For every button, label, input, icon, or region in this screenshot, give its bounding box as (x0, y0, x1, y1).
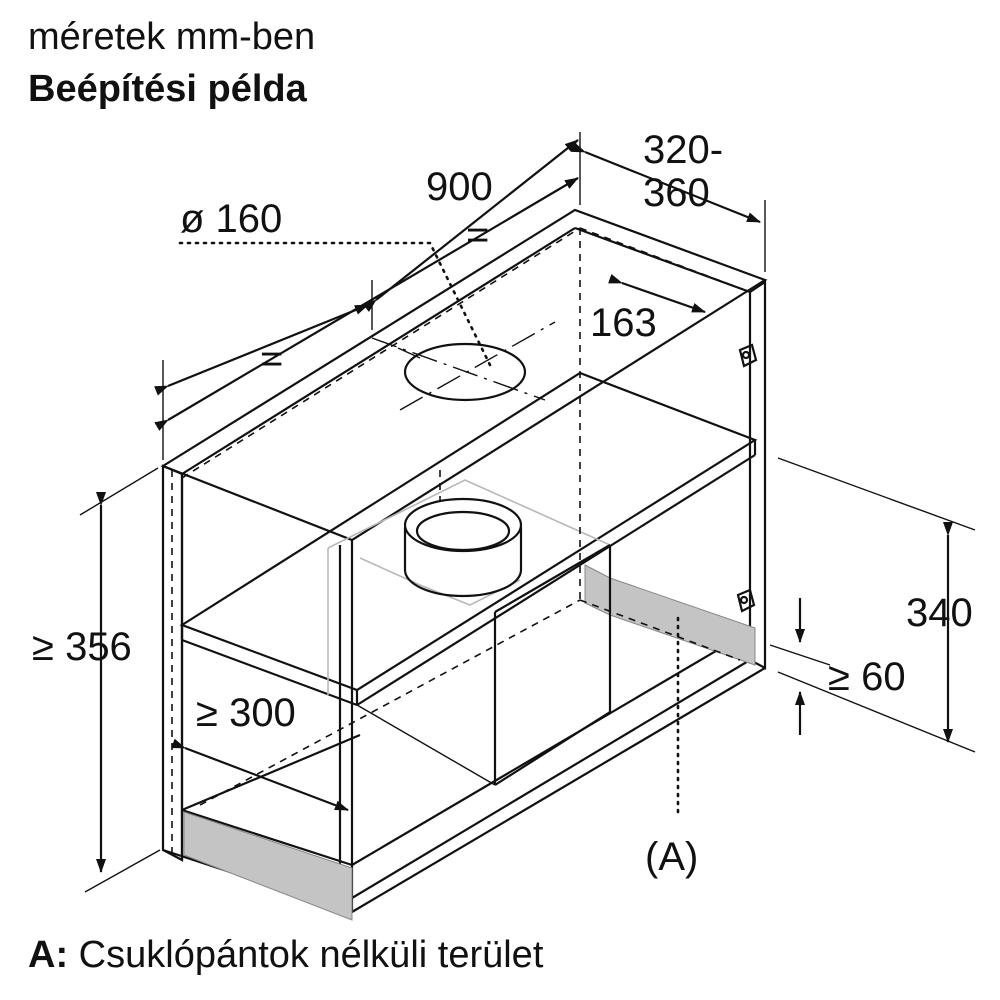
offset-dimension (608, 273, 706, 314)
cabinet-outline (160, 208, 768, 914)
depth-dimension (571, 142, 766, 272)
depth-label-line1: 320- (643, 128, 723, 172)
hinge-lower (736, 588, 756, 613)
duct-connector-hood (403, 497, 523, 598)
diagram-title: Beépítési példa (28, 68, 307, 110)
centre-equal-upper: = (466, 213, 489, 257)
min-height-dimension (79, 467, 161, 893)
depth-label-line2: 360 (643, 171, 710, 215)
width-label: 900 (426, 165, 493, 209)
duct-axis-x (371, 337, 546, 401)
min-height-label: ≥ 356 (32, 625, 132, 669)
duct-axis-y (399, 321, 556, 411)
area-marker-label: (A) (645, 835, 698, 879)
shelf-height-dimension (777, 457, 976, 753)
legend: A: Csuklópántok nélküli terület (28, 936, 543, 974)
duct-pointer-tick (397, 347, 421, 359)
min-gap-label: ≥ 60 (828, 655, 906, 699)
shelf-height-label: 340 (906, 591, 973, 635)
legend-key: A: (28, 934, 69, 976)
centre-equal-lower: = (260, 337, 283, 381)
min-depth-dimension (171, 738, 349, 812)
min-gap-dimension (769, 598, 831, 735)
right-side-panel (748, 279, 767, 670)
diameter-label: ø 160 (180, 197, 282, 241)
units-note: méretek mm-ben (28, 16, 316, 58)
offset-label: 163 (590, 301, 657, 345)
min-depth-label: ≥ 300 (196, 691, 296, 735)
no-hinge-area-front (183, 811, 353, 921)
centre-dimension (154, 139, 579, 396)
hidden-lines (171, 227, 751, 855)
hood-unit (327, 479, 612, 786)
hinge-upper (738, 343, 758, 368)
legend-text: Csuklópántok nélküli terület (78, 934, 544, 976)
